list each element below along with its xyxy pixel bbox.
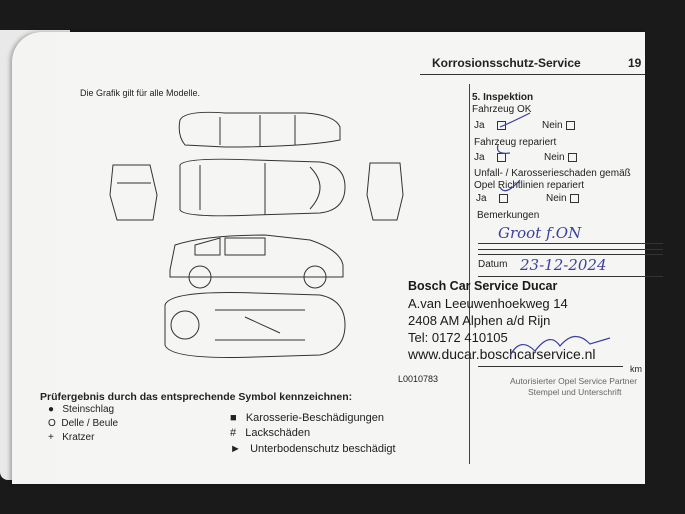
column-divider (469, 84, 470, 464)
q-fahrzeug-repariert: Fahrzeug repariert (474, 137, 557, 148)
stamp-name: Bosch Car Service Ducar (408, 279, 558, 293)
date-line (478, 276, 663, 277)
checkmark-q3 (499, 179, 521, 192)
legend-item-karosserie: ■ Karosserie-Beschädigungen (230, 412, 385, 424)
header-rule (420, 74, 645, 75)
q-unfall-line2: Opel Richtlinien repariert (474, 180, 585, 191)
q-fahrzeug-ok: Fahrzeug OK (472, 104, 532, 115)
page-header-title: Korrosionsschutz-Service (432, 56, 581, 70)
stamp-street: A.van Leeuwenhoekweg 14 (408, 296, 568, 311)
q1-no[interactable]: Nein (542, 120, 575, 131)
km-label: km (630, 364, 642, 374)
legend-item-unterboden: ► Unterbodenschutz beschädigt (230, 443, 396, 455)
checkmarks (496, 112, 531, 192)
car-side-view (169, 234, 344, 289)
stamp-website: www.ducar.boschcarservice.nl (408, 346, 596, 362)
checkmark-q2 (496, 144, 511, 154)
remarks-label: Bemerkungen (477, 210, 540, 221)
q2-no[interactable]: Nein (544, 152, 577, 163)
stamp-city: 2408 AM Alphen a/d Rijn (408, 313, 551, 328)
stamp-signature-label: Stempel und Unterschrift (528, 387, 622, 397)
diagram-code: L0010783 (398, 374, 439, 384)
legend-item-lack: # Lackschäden (230, 427, 311, 439)
car-body-diagram (109, 111, 404, 358)
partner-label: Autorisierter Opel Service Partner (510, 376, 638, 386)
q3-yes[interactable]: Ja (476, 193, 509, 204)
date-handwriting: 23-12-2024 (520, 256, 607, 274)
q3-no[interactable]: Nein (546, 193, 579, 204)
remarks-line-1 (478, 243, 663, 244)
legend-title: Prüfergebnis durch das entsprechende Sym… (40, 391, 353, 403)
booklet-page-body (55, 32, 645, 484)
remarks-handwriting: Groot f.ON (498, 224, 582, 242)
q1-yes[interactable]: Ja (474, 120, 507, 131)
car-front-view (109, 164, 158, 221)
legend-item-delle: O Delle / Beule (48, 418, 119, 429)
car-roof-view (178, 111, 341, 148)
car-top-view (179, 158, 346, 217)
checkmark-q1 (499, 112, 531, 128)
car-rear-view (366, 162, 404, 221)
car-underbody-view (164, 292, 346, 358)
signature-line (478, 366, 623, 367)
remarks-line-3 (478, 254, 663, 255)
diagram-caption: Die Grafik gilt für alle Modelle. (80, 88, 201, 98)
q-unfall-line1: Unfall- / Karosserieschaden gemäß (474, 168, 631, 179)
date-label: Datum (478, 259, 508, 270)
legend-item-kratzer: + Kratzer (48, 432, 95, 443)
signature (509, 335, 611, 357)
remarks-line-2 (478, 249, 663, 250)
legend-item-steinschlag: ● Steinschlag (48, 404, 115, 415)
inspection-title: 5. Inspektion (472, 92, 534, 103)
stamp-phone: Tel: 0172 410105 (408, 330, 508, 345)
page-number: 19 (628, 56, 642, 70)
